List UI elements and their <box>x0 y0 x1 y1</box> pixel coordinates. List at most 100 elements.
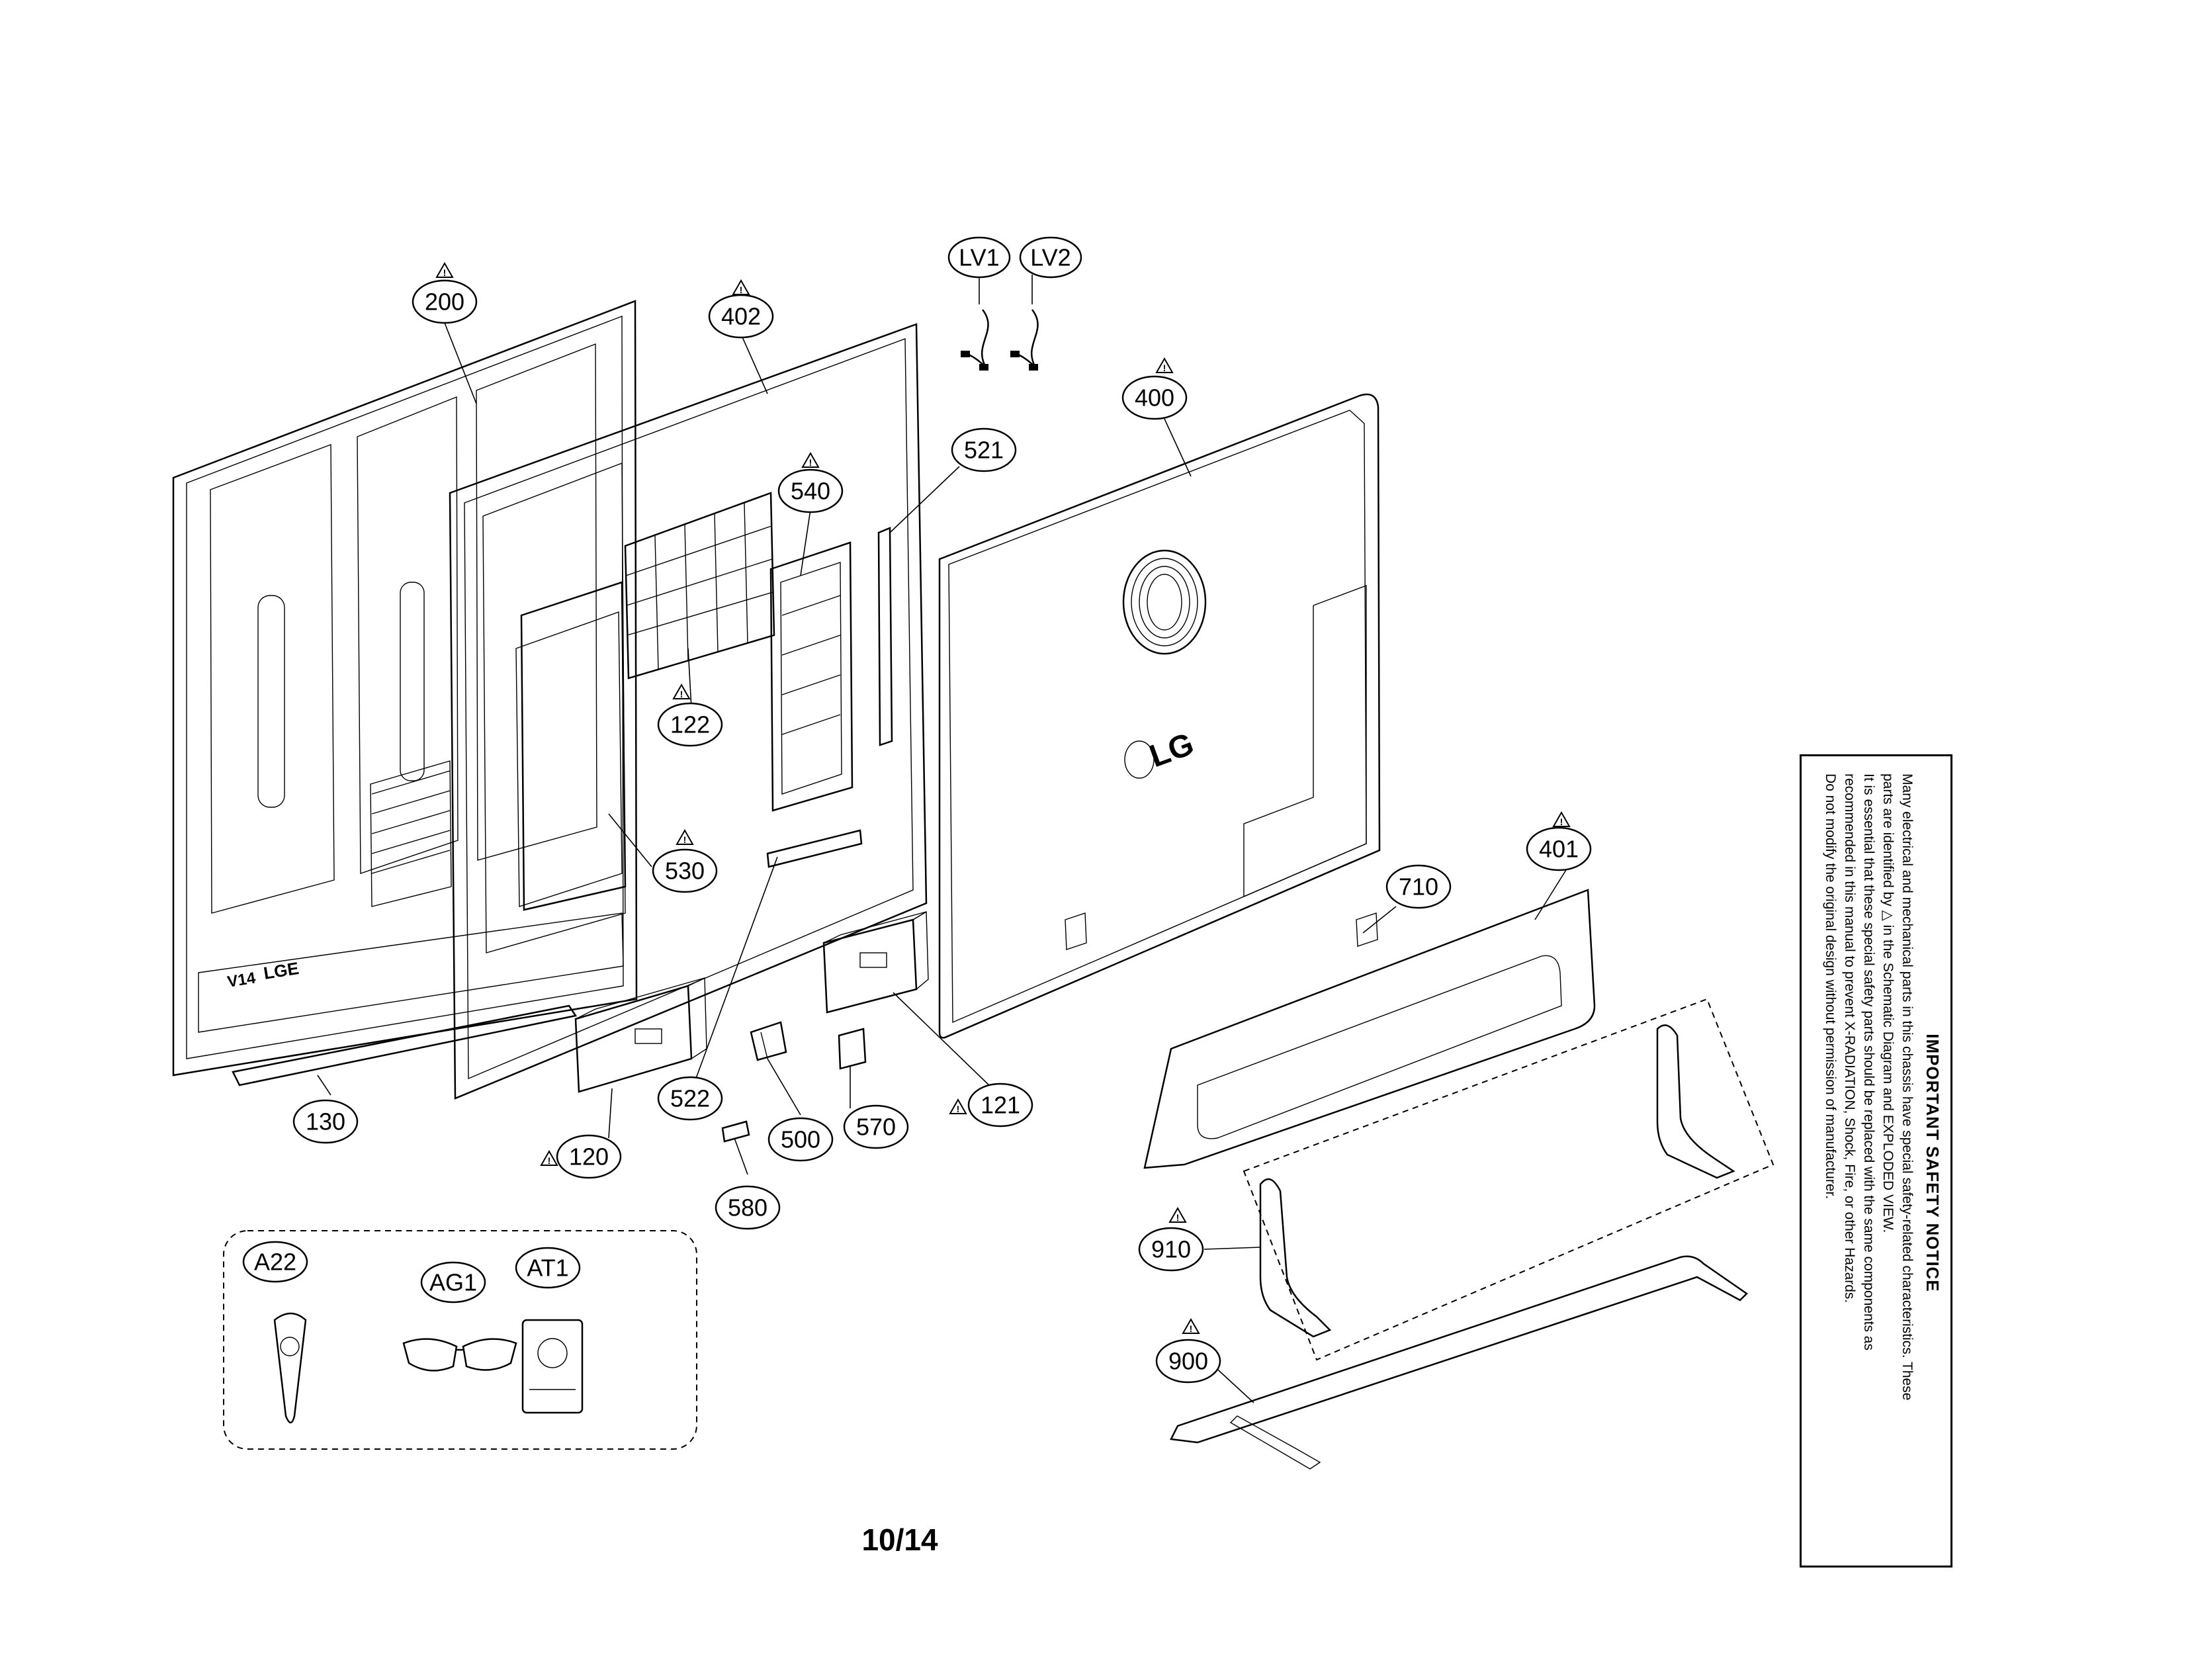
svg-text:A22: A22 <box>254 1249 296 1276</box>
callout-540: 540 <box>777 468 844 513</box>
callout-ag1: AG1 <box>420 1261 486 1304</box>
svg-text:LV2: LV2 <box>1030 244 1071 271</box>
warning-triangle-icon: ! <box>1552 811 1571 827</box>
callout-122: 122 <box>657 702 723 747</box>
callout-lv1: LV1 <box>947 236 1011 279</box>
svg-text:!: ! <box>1176 1212 1180 1223</box>
callout-121: 121 <box>967 1083 1033 1127</box>
svg-text:900: 900 <box>1168 1348 1208 1375</box>
callout-401: 401 <box>1526 826 1592 871</box>
svg-text:200: 200 <box>425 288 464 316</box>
warning-triangles: ! ! ! ! ! ! ! ! ! ! ! <box>435 261 1571 1334</box>
svg-text:AT1: AT1 <box>527 1255 568 1282</box>
svg-text:LV1: LV1 <box>959 244 999 271</box>
warning-triangle-icon: ! <box>672 683 691 699</box>
safety-notice-line: Do not modify the original design withou… <box>1823 774 1838 1200</box>
svg-text:!: ! <box>680 689 683 699</box>
warning-triangle-icon: ! <box>1182 1317 1200 1334</box>
svg-text:!: ! <box>1163 363 1166 373</box>
svg-text:!: ! <box>740 285 743 295</box>
svg-text:!: ! <box>683 834 687 845</box>
page-number: 10/14 <box>861 1523 938 1557</box>
part-521-side-bracket <box>877 527 893 746</box>
part-580-button <box>721 1120 750 1143</box>
callout-910: 910 <box>1138 1227 1204 1272</box>
safety-notice-line: It is essential that these special safet… <box>1861 774 1876 1350</box>
svg-text:402: 402 <box>721 303 761 330</box>
part-570-small-board <box>838 1028 867 1070</box>
part-401-stand-cover <box>1143 889 1596 1169</box>
part-500-ir-receiver <box>750 1021 787 1061</box>
callout-130: 130 <box>292 1099 359 1144</box>
part-402-middle-frame <box>449 323 928 1100</box>
callout-900: 900 <box>1155 1339 1221 1384</box>
svg-text:!: ! <box>957 1104 960 1114</box>
warning-triangle-icon: △ <box>1880 910 1896 921</box>
callout-710: 710 <box>1385 864 1452 909</box>
part-130-bottom-strip <box>232 1004 578 1086</box>
svg-text:!: ! <box>1560 817 1563 827</box>
svg-text:540: 540 <box>791 478 830 505</box>
remote-control-icon <box>273 1312 307 1424</box>
safety-notice-title: IMPORTANT SAFETY NOTICE <box>1923 1034 1943 1292</box>
svg-text:401: 401 <box>1539 836 1579 863</box>
callout-120: 120 <box>556 1134 622 1179</box>
warning-triangle-icon: ! <box>949 1098 967 1114</box>
svg-text:910: 910 <box>1151 1236 1191 1263</box>
svg-text:!: ! <box>443 267 447 278</box>
panel-lge-mark: LGE <box>262 958 300 983</box>
part-400-back-cover: LG <box>938 393 1381 1039</box>
svg-text:!: ! <box>809 457 812 468</box>
svg-text:522: 522 <box>670 1085 710 1112</box>
safety-notice-line: Many electrical and mechanical parts in … <box>1900 774 1915 1401</box>
svg-text:!: ! <box>548 1155 551 1166</box>
svg-text:580: 580 <box>728 1194 767 1221</box>
callout-500: 500 <box>767 1117 834 1162</box>
svg-text:400: 400 <box>1135 384 1174 412</box>
svg-text:!: ! <box>1190 1323 1193 1334</box>
warning-triangle-icon: ! <box>732 279 750 295</box>
accessories-box <box>223 1230 697 1450</box>
safety-notice-content: IMPORTANT SAFETY NOTICE Many electrical … <box>1802 756 1954 1569</box>
part-530-power-board <box>520 581 627 911</box>
svg-text:500: 500 <box>781 1126 820 1153</box>
warning-triangle-icon: ! <box>540 1149 558 1166</box>
callout-570: 570 <box>843 1104 909 1149</box>
leader-lines <box>317 275 1569 1403</box>
svg-text:570: 570 <box>856 1114 896 1141</box>
callout-lv2: LV2 <box>1019 236 1082 279</box>
svg-text:121: 121 <box>981 1092 1020 1119</box>
callout-521: 521 <box>951 427 1017 472</box>
warning-triangle-icon: ! <box>1155 357 1174 373</box>
tag-card-icon <box>521 1319 584 1414</box>
part-120-speaker-left <box>574 977 707 1093</box>
callout-200: 200 <box>412 279 478 324</box>
svg-text:122: 122 <box>670 711 710 738</box>
callout-530: 530 <box>652 848 718 893</box>
part-540-main-board <box>769 541 853 812</box>
svg-text:710: 710 <box>1399 873 1438 901</box>
part-121-speaker-right <box>822 910 929 1014</box>
safety-notice-line: parts are identified by △ in the Schemat… <box>1878 774 1898 1552</box>
svg-text:521: 521 <box>964 437 1004 464</box>
callout-402: 402 <box>708 294 774 339</box>
part-lv1-lv2-cables <box>961 309 1039 371</box>
warning-triangle-icon: ! <box>801 451 820 468</box>
part-522-bracket <box>766 829 863 868</box>
panel-v14-mark: V14 <box>226 969 257 991</box>
svg-text:AG1: AG1 <box>429 1269 477 1296</box>
part-200-module-frame: LGE V14 <box>172 300 638 1077</box>
warning-triangle-icon: ! <box>676 828 694 845</box>
safety-notice-text: parts are identified by <box>1880 774 1896 906</box>
part-910-900-stand <box>1170 998 1774 1470</box>
svg-text:120: 120 <box>569 1143 609 1171</box>
callout-580: 580 <box>715 1185 781 1230</box>
part-122-grid-shield <box>624 492 775 680</box>
callout-at1: AT1 <box>515 1247 581 1289</box>
safety-notice-text: in the Schematic Diagram and EXPLODED VI… <box>1880 924 1896 1233</box>
svg-text:530: 530 <box>665 858 705 885</box>
callout-522: 522 <box>657 1076 723 1121</box>
callout-400: 400 <box>1121 375 1188 420</box>
safety-notice-line: recommended in this manual to prevent X-… <box>1842 774 1857 1304</box>
